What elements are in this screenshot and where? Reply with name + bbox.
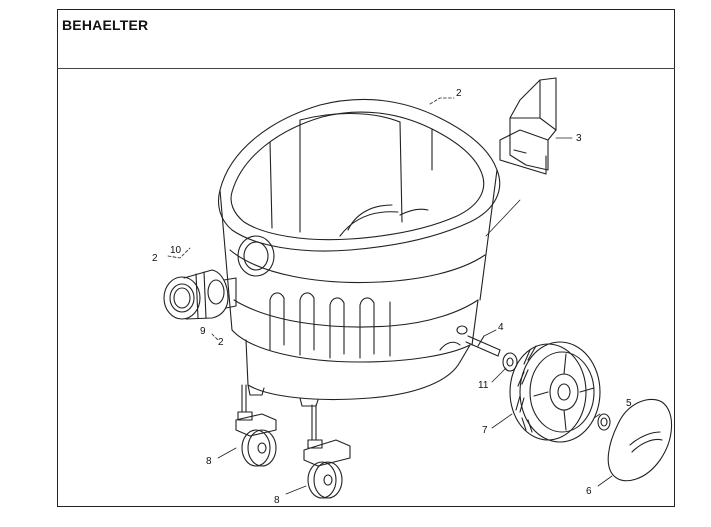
callout-5: 5 bbox=[626, 398, 632, 409]
hubcap-part-6 bbox=[607, 398, 673, 482]
callout-4: 4 bbox=[498, 322, 504, 333]
callout-8-left: 8 bbox=[206, 456, 212, 467]
container-tank bbox=[217, 98, 501, 407]
callout-3: 3 bbox=[576, 133, 582, 144]
axle-part-4 bbox=[465, 335, 501, 357]
title-divider bbox=[57, 68, 675, 69]
wheel-part-7 bbox=[509, 341, 601, 443]
caster-part-8-left bbox=[235, 384, 277, 467]
callout-10: 10 bbox=[170, 245, 182, 256]
callout-2-bottom: 2 bbox=[218, 337, 224, 348]
inlet-fitting-part-10 bbox=[163, 269, 237, 320]
callout-9: 9 bbox=[200, 326, 206, 337]
washer-part-11 bbox=[502, 352, 518, 372]
diagram-frame bbox=[57, 9, 675, 507]
callout-labels: 2 3 2 10 9 2 4 11 5 7 6 8 8 bbox=[152, 88, 632, 506]
callout-2-left: 2 bbox=[152, 253, 158, 264]
callout-6: 6 bbox=[586, 486, 592, 497]
bracket-part-3 bbox=[499, 77, 557, 175]
page-title: BEHAELTER bbox=[62, 17, 149, 33]
caster-part-8-right bbox=[303, 404, 351, 499]
callout-7: 7 bbox=[482, 425, 488, 436]
callout-8-bottom: 8 bbox=[274, 495, 280, 506]
clip-part-5 bbox=[597, 413, 611, 431]
leader-lines bbox=[167, 97, 613, 495]
callout-2-top: 2 bbox=[456, 88, 462, 99]
callout-11: 11 bbox=[478, 380, 489, 391]
